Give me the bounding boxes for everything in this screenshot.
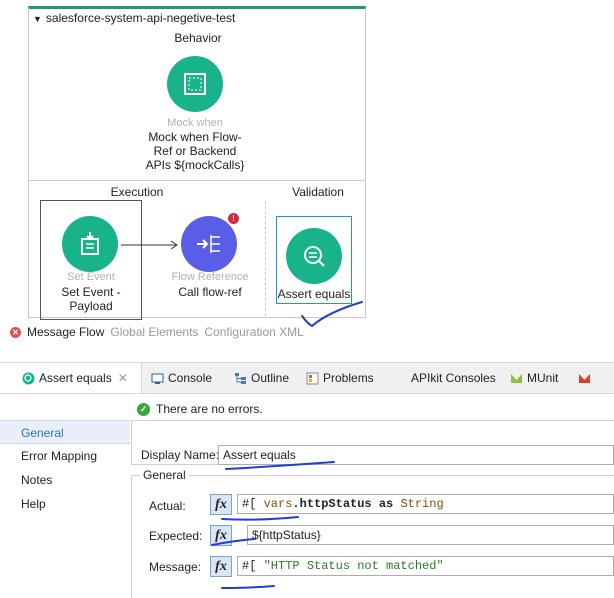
canvas-tabs: ✕ Message Flow Global Elements Configura…	[10, 325, 304, 339]
set-event-label: Set Event - Payload	[61, 285, 121, 313]
general-group-title: General	[140, 468, 189, 482]
mock-icon	[184, 73, 206, 95]
flow-title[interactable]: ▼salesforce-system-api-negetive-test	[33, 11, 236, 25]
expected-input[interactable]: ${httpStatus}	[247, 525, 614, 545]
munit-icon	[511, 373, 522, 383]
validation-label: Validation	[292, 185, 344, 199]
set-event-type-label: Set Event	[67, 271, 115, 283]
error-x-icon: ✕	[10, 326, 21, 338]
fx-toggle-message[interactable]: fx	[210, 556, 232, 577]
actual-input[interactable]: #[ vars.httpStatus as String	[237, 494, 614, 514]
munit-red-icon	[579, 373, 590, 383]
problems-icon	[306, 372, 319, 384]
properties-nav: General Error Mapping Notes Help	[0, 420, 130, 516]
validation-divider	[265, 201, 266, 316]
mock-label: Mock when Flow- Ref or Backend APIs ${mo…	[145, 130, 245, 172]
section-divider	[29, 180, 366, 181]
assert-equals-processor[interactable]	[286, 228, 342, 284]
mock-type-label: Mock when	[167, 117, 223, 129]
flow-reference-processor[interactable]	[181, 216, 237, 272]
view-tab-strip: Assert equals ✕ Console Outline Problems…	[0, 362, 614, 394]
error-badge-icon: !	[228, 213, 239, 224]
expected-label: Expected:	[149, 529, 203, 543]
fx-toggle-actual[interactable]: fx	[210, 494, 232, 515]
tab-global-elements[interactable]: Global Elements	[110, 325, 199, 339]
check-icon: ✓	[137, 402, 150, 416]
assert-icon	[304, 246, 325, 267]
tab-munit[interactable]: MUnit	[510, 363, 558, 393]
flow-reference-icon	[197, 235, 220, 253]
message-label: Message:	[149, 560, 202, 574]
collapse-triangle-icon[interactable]: ▼	[33, 14, 42, 24]
set-event-icon	[81, 232, 99, 255]
assert-icon	[22, 372, 35, 384]
tab-message-flow[interactable]: Message Flow	[27, 325, 105, 339]
nav-notes[interactable]: Notes	[21, 473, 53, 487]
tab-configuration-xml[interactable]: Configuration XML	[204, 325, 304, 339]
nav-general[interactable]: General	[0, 420, 130, 444]
nav-help[interactable]: Help	[21, 497, 46, 511]
nav-error-mapping[interactable]: Error Mapping	[21, 449, 98, 463]
tab-overflow[interactable]	[578, 363, 591, 393]
tab-apikit-consoles[interactable]: APIkit Consoles	[411, 371, 496, 385]
fx-toggle-expected[interactable]: fx	[210, 525, 232, 546]
flow-arrow	[121, 240, 178, 250]
flow-container[interactable]: ▼salesforce-system-api-negetive-test Beh…	[28, 6, 366, 320]
tab-outline[interactable]: Outline	[234, 363, 289, 393]
console-icon	[151, 373, 164, 384]
close-icon[interactable]: ✕	[117, 371, 128, 385]
outline-icon	[235, 372, 246, 384]
general-group	[131, 475, 614, 598]
set-event-selection[interactable]	[40, 200, 142, 320]
flow-reference-type-label: Flow Reference	[171, 271, 249, 283]
flow-reference-label: Call flow-ref	[178, 285, 242, 299]
mock-when-processor[interactable]	[167, 56, 223, 112]
annotation-checkmark	[301, 301, 363, 328]
tab-console[interactable]: Console	[151, 363, 212, 393]
behavior-label: Behavior	[174, 31, 222, 45]
validation-status: ✓ There are no errors.	[137, 402, 263, 416]
display-name-label: Display Name:	[141, 448, 220, 462]
display-name-input[interactable]: Assert equals	[218, 445, 614, 465]
execution-label: Execution	[110, 185, 164, 199]
assert-selection[interactable]	[276, 216, 352, 304]
tab-assert-equals[interactable]: Assert equals ✕	[0, 363, 142, 393]
actual-label: Actual:	[149, 499, 186, 513]
set-event-processor[interactable]	[62, 216, 118, 272]
assert-label: Assert equals	[277, 287, 351, 301]
tab-problems[interactable]: Problems	[306, 363, 374, 393]
message-input[interactable]: #[ "HTTP Status not matched"	[237, 556, 614, 576]
